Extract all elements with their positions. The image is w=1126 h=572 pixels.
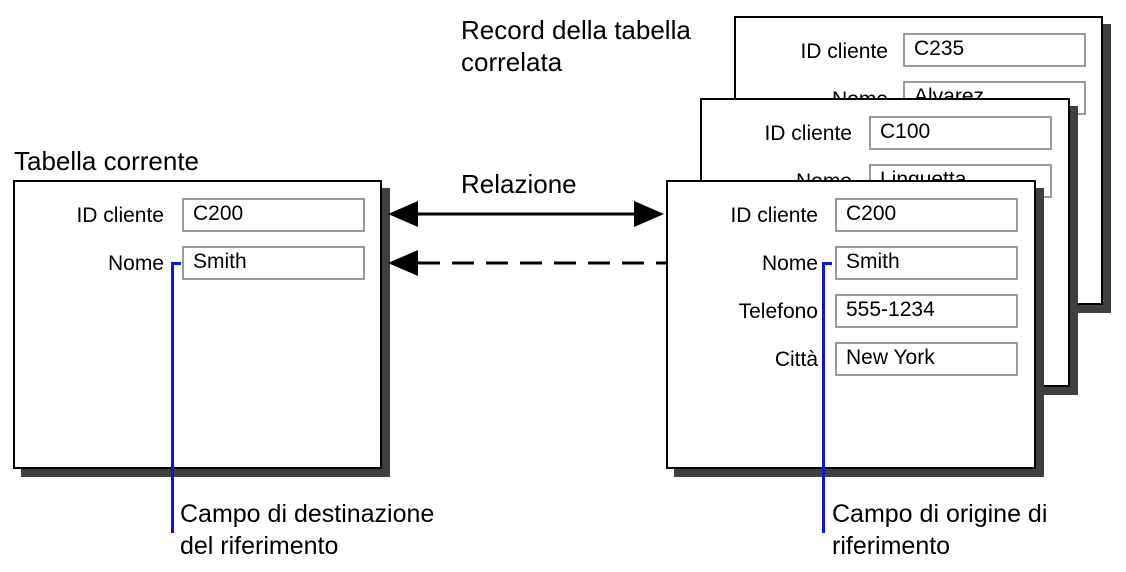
relation-double-arrow (388, 201, 664, 227)
field-value-telefono[interactable]: 555-1234 (835, 294, 1018, 328)
field-value-nome[interactable]: Smith (835, 246, 1018, 280)
source-leader-tick (822, 262, 832, 265)
field-value-id-cliente[interactable]: C200 (835, 198, 1018, 232)
field-value-id-cliente[interactable]: C235 (903, 33, 1086, 67)
lookup-dashed-arrow (388, 250, 666, 276)
field-label-nome: Nome (107, 252, 164, 275)
field-label-id-cliente: ID cliente (730, 204, 818, 227)
target-leader-tick (171, 262, 181, 265)
source-caption-line-2: riferimento (832, 532, 951, 560)
field-value-nome[interactable]: Smith (182, 246, 365, 280)
field-label-citta: Città (774, 348, 818, 371)
current-table-title: Tabella corrente (14, 146, 199, 176)
field-value-citta[interactable]: New York (835, 342, 1018, 376)
related-records-title: Record della tabella correlata (461, 14, 691, 78)
field-value-id-cliente[interactable]: C200 (182, 198, 365, 232)
source-caption-line-1: Campo di origine di (832, 500, 1048, 528)
field-value-id-cliente[interactable]: C100 (869, 116, 1052, 150)
related-title-line-1: Record della tabella (461, 15, 691, 45)
target-leader-line (171, 262, 174, 533)
field-label-telefono: Telefono (738, 300, 818, 323)
field-label-id-cliente: ID cliente (76, 204, 164, 227)
source-leader-line (822, 262, 825, 533)
related-record-card-front: ID cliente C200 Nome Smith Telefono 555-… (666, 180, 1036, 469)
target-caption-line-2: del riferimento (180, 532, 339, 560)
target-field-caption: Campo di destinazione del riferimento (180, 498, 434, 562)
current-table-card: ID cliente C200 Nome Smith (13, 180, 382, 469)
field-label-id-cliente: ID cliente (800, 40, 888, 63)
field-label-id-cliente: ID cliente (764, 122, 852, 145)
source-field-caption: Campo di origine di riferimento (832, 498, 1047, 562)
relation-label: Relazione (461, 169, 577, 199)
related-title-line-2: correlata (461, 47, 563, 77)
field-label-nome: Nome (761, 252, 818, 275)
target-caption-line-1: Campo di destinazione (180, 500, 435, 528)
